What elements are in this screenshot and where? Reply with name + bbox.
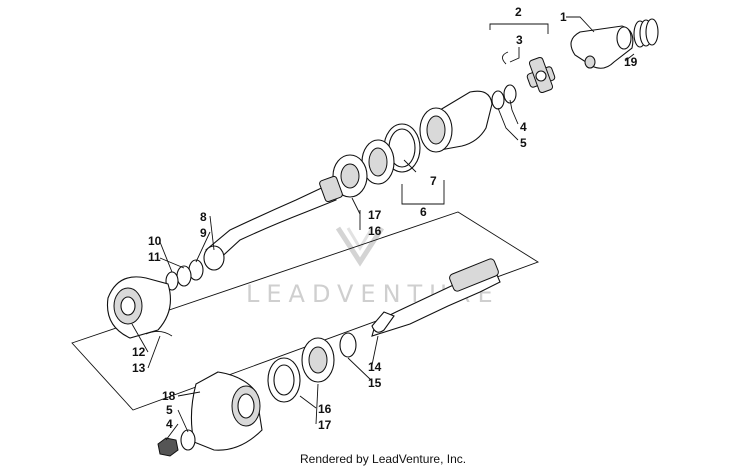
callout-5-upper: 5 bbox=[520, 136, 527, 150]
callout-2: 2 bbox=[515, 5, 522, 19]
callout-17-upper: 17 bbox=[368, 208, 382, 222]
pinion-gear-parts-12-13 bbox=[106, 276, 173, 339]
callout-19: 19 bbox=[624, 55, 638, 69]
callout-11: 11 bbox=[148, 250, 161, 264]
yoke-part-1 bbox=[570, 25, 634, 69]
callout-labels: 1 2 3 19 4 5 7 6 17 16 8 9 10 11 12 13 1… bbox=[132, 5, 638, 432]
callout-5-lower: 5 bbox=[166, 403, 173, 417]
o-ring-part-15 bbox=[339, 332, 357, 358]
credit-text: Rendered by LeadVenture, Inc. bbox=[300, 452, 466, 466]
flange-yoke bbox=[419, 84, 517, 153]
callout-7: 7 bbox=[430, 174, 437, 188]
output-shaft-part-14 bbox=[371, 258, 501, 337]
snap-rings-part-19 bbox=[633, 18, 659, 48]
callout-10: 10 bbox=[148, 234, 162, 248]
bearing-upper bbox=[332, 154, 368, 198]
nut-washer-lower bbox=[157, 429, 196, 457]
assembly-frames bbox=[71, 23, 549, 411]
lower-assembly-frame bbox=[71, 211, 540, 411]
housing-part-18 bbox=[190, 371, 263, 451]
callout-15: 15 bbox=[368, 376, 382, 390]
leader-lines bbox=[131, 16, 635, 441]
callout-8: 8 bbox=[200, 210, 207, 224]
callout-4-lower: 4 bbox=[166, 417, 173, 431]
bracket-6 bbox=[401, 180, 445, 205]
seal-part-7 bbox=[361, 123, 421, 185]
u-joint-part-2 bbox=[502, 51, 556, 94]
callout-1: 1 bbox=[560, 10, 567, 24]
callout-3: 3 bbox=[516, 33, 523, 47]
callout-16-lower: 16 bbox=[318, 402, 332, 416]
callout-9: 9 bbox=[200, 226, 207, 240]
callout-14: 14 bbox=[368, 360, 382, 374]
callout-13: 13 bbox=[132, 361, 146, 375]
drive-shaft-part-8 bbox=[203, 175, 343, 271]
callout-12: 12 bbox=[132, 345, 146, 359]
bearing-lower bbox=[267, 337, 335, 403]
callout-6: 6 bbox=[420, 205, 427, 219]
bracket-2 bbox=[489, 23, 549, 34]
callout-18: 18 bbox=[162, 389, 176, 403]
callout-16-upper: 16 bbox=[368, 224, 382, 238]
callout-4-upper: 4 bbox=[520, 120, 527, 134]
callout-17-lower: 17 bbox=[318, 418, 332, 432]
washers-parts-9-11 bbox=[165, 259, 204, 291]
